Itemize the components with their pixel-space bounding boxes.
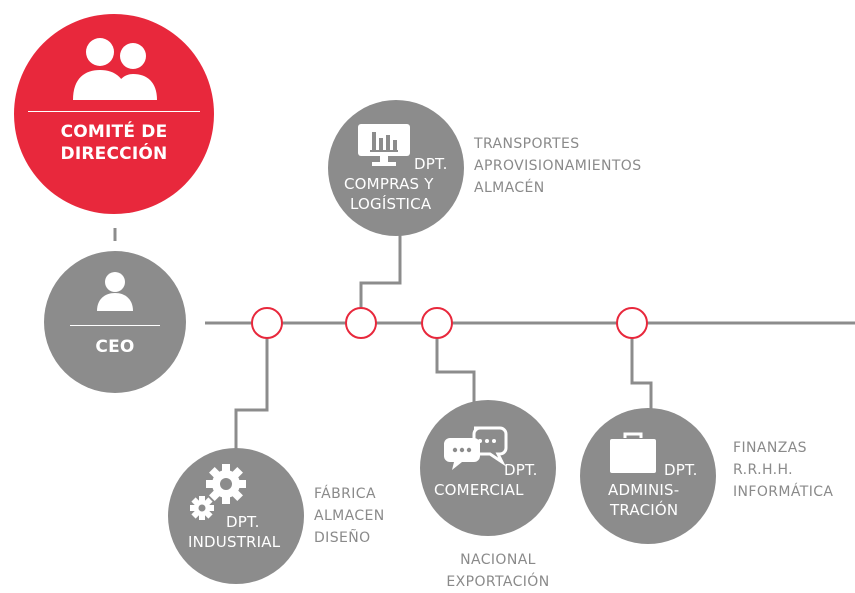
- area-item: APROVISIONAMIENTOS: [474, 158, 642, 174]
- dept-administracion-areas: FINANZAS R.R.H.H. INFORMÁTICA: [733, 437, 833, 503]
- area-item: NACIONAL: [460, 552, 536, 568]
- comite-title-line1: COMITÉ DE: [60, 122, 168, 142]
- dept-administracion-line3: TRACIÓN: [610, 501, 679, 519]
- area-item: INFORMÁTICA: [733, 484, 834, 500]
- comite-divider: [28, 111, 200, 112]
- monitor-chart-icon: [358, 124, 410, 166]
- link-comercial: [435, 338, 476, 405]
- link-compras: [359, 232, 402, 308]
- dept-compras-line3: LOGÍSTICA: [350, 195, 432, 213]
- area-item: R.R.H.H.: [733, 462, 794, 478]
- gears-icon: [190, 464, 246, 520]
- link-administracion: [630, 338, 653, 410]
- dept-compras-line2: COMPRAS Y: [344, 175, 434, 193]
- area-item: ALMACÉN: [474, 180, 545, 196]
- dept-comercial-areas: NACIONAL EXPORTACIÓN: [430, 549, 566, 593]
- dept-administracion-node: DPT. ADMINIS- TRACIÓN: [580, 408, 716, 544]
- comite-title-line2: DIRECCIÓN: [60, 144, 168, 164]
- comite-node: COMITÉ DE DIRECCIÓN: [14, 14, 214, 214]
- ceo-divider: [70, 325, 160, 326]
- area-item: FINANZAS: [733, 440, 807, 456]
- junction-comercial: [421, 307, 453, 339]
- area-item: ALMACEN: [314, 508, 385, 524]
- area-item: EXPORTACIÓN: [446, 574, 550, 590]
- briefcase-icon: [610, 432, 656, 473]
- dept-comercial-line2: COMERCIAL: [434, 481, 524, 499]
- junction-compras: [345, 307, 377, 339]
- chat-bubbles-icon: [444, 426, 508, 470]
- link-industrial: [234, 338, 269, 455]
- person-icon: [97, 272, 133, 311]
- dept-administracion-line2: ADMINIS-: [608, 481, 680, 499]
- people-icon: [73, 38, 157, 100]
- area-item: FÁBRICA: [314, 486, 376, 502]
- junction-industrial: [251, 307, 283, 339]
- dept-comercial-line1: DPT.: [504, 461, 538, 479]
- dept-compras-line1: DPT.: [414, 155, 448, 173]
- ceo-node: CEO: [44, 251, 186, 393]
- dept-industrial-node: DPT. INDUSTRIAL: [168, 448, 304, 584]
- dept-comercial-node: DPT. COMERCIAL: [420, 400, 556, 536]
- dept-compras-areas: TRANSPORTES APROVISIONAMIENTOS ALMACÉN: [474, 133, 642, 199]
- dept-industrial-line1: DPT.: [226, 513, 260, 531]
- area-item: DISEÑO: [314, 530, 371, 546]
- dept-industrial-areas: FÁBRICA ALMACEN DISEÑO: [314, 483, 385, 549]
- dept-administracion-line1: DPT.: [664, 461, 698, 479]
- dept-industrial-line2: INDUSTRIAL: [188, 533, 281, 551]
- junction-administracion: [616, 307, 648, 339]
- dept-compras-node: DPT. COMPRAS Y LOGÍSTICA: [328, 100, 464, 236]
- ceo-title: CEO: [95, 337, 135, 357]
- area-item: TRANSPORTES: [474, 136, 580, 152]
